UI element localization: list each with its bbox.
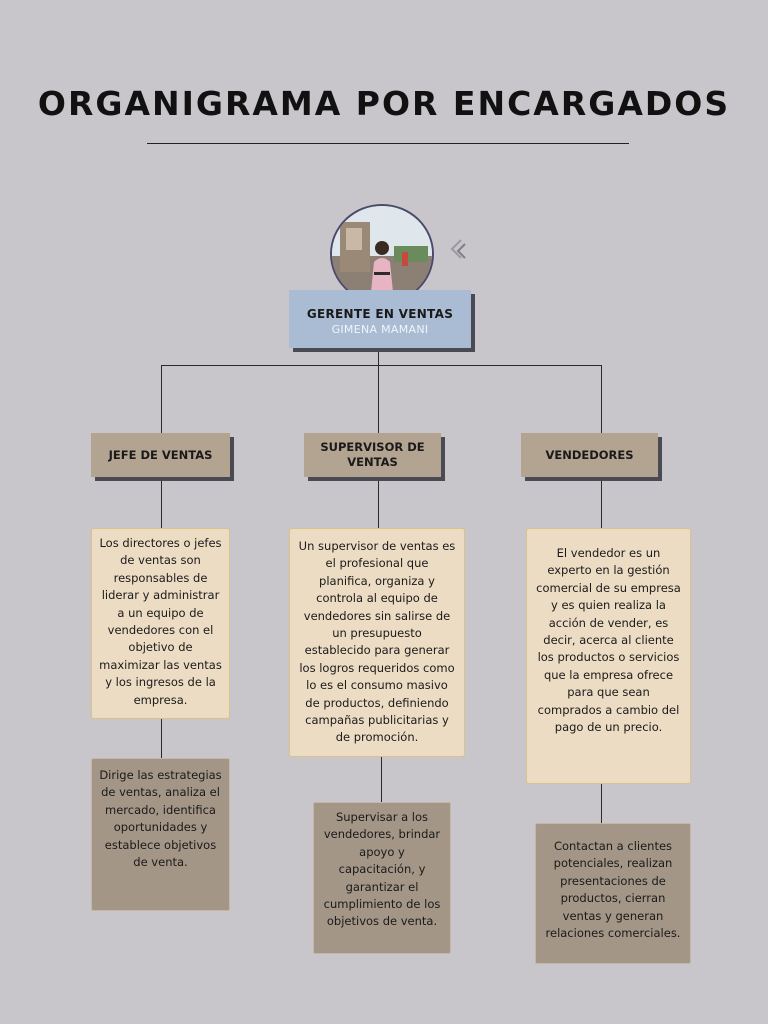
manager-title: GERENTE EN VENTAS <box>306 307 454 321</box>
role-jefe-de-ventas: JEFE DE VENTAS <box>91 433 230 477</box>
role-supervisor-de-ventas: SUPERVISOR DE VENTAS <box>304 433 441 477</box>
connector-line <box>161 365 162 435</box>
task-jefe-de-ventas: Dirige las estrategias de ventas, analiz… <box>91 758 230 911</box>
manager-box: GERENTE EN VENTAS GIMENA MAMANI <box>289 290 471 348</box>
connector-line <box>601 783 602 823</box>
connector-line <box>161 718 162 758</box>
role-vendedores: VENDEDORES <box>521 433 658 477</box>
connector-line <box>378 365 379 435</box>
task-supervisor-de-ventas: Supervisar a los vendedores, brindar apo… <box>313 802 451 954</box>
role-title: SUPERVISOR DE VENTAS <box>320 440 425 469</box>
connector-line <box>601 365 602 435</box>
description-vendedores: El vendedor es un experto en la gestión … <box>526 528 691 784</box>
description-supervisor-de-ventas: Un supervisor de ventas es el profesiona… <box>289 528 465 757</box>
description-jefe-de-ventas: Los directores o jefes de ventas son res… <box>91 528 230 719</box>
page-title: ORGANIGRAMA POR ENCARGADOS <box>37 84 731 123</box>
connector-line <box>381 756 382 802</box>
manager-name: GIMENA MAMANI <box>331 323 429 336</box>
title-divider <box>147 143 629 144</box>
role-title: VENDEDORES <box>545 447 634 462</box>
role-title: JEFE DE VENTAS <box>108 447 213 462</box>
connector-line <box>601 480 602 528</box>
connector-line <box>378 480 379 528</box>
connector-line <box>161 365 602 366</box>
manager-photo <box>330 204 434 304</box>
connector-line <box>161 480 162 528</box>
chevron-left-icon <box>447 237 467 261</box>
task-vendedores: Contactan a clientes potenciales, realiz… <box>535 823 691 964</box>
